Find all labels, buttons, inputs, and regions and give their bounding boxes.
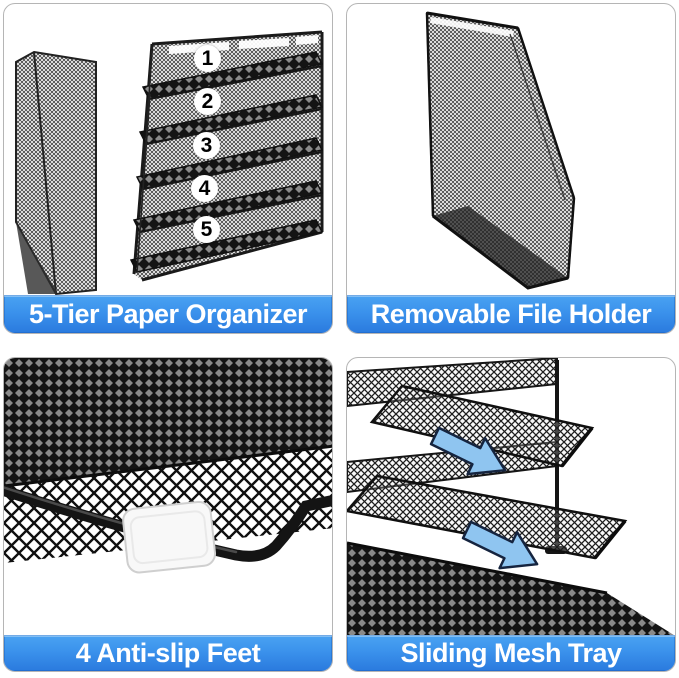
caption-text: 4 Anti-slip Feet — [75, 637, 261, 668]
anti-slip-feet-photo — [4, 358, 332, 637]
caption-sliding-tray: Sliding Mesh Tray — [347, 635, 675, 671]
tier-badge-1: 1 — [194, 45, 221, 72]
tier-badge-3: 3 — [193, 132, 220, 159]
paper-organizer-photo: 1 2 3 4 5 — [4, 4, 332, 297]
caption-paper-organizer: 5-Tier Paper Organizer — [4, 295, 332, 333]
tier-badge-2: 2 — [194, 88, 221, 115]
caption-anti-slip-feet: 4 Anti-slip Feet — [4, 635, 332, 671]
file-holder-photo — [347, 4, 675, 297]
caption-file-holder: Removable File Holder — [347, 295, 675, 333]
caption-text: Removable File Holder — [370, 298, 652, 329]
sliding-tray-photo — [347, 358, 675, 637]
caption-text: Sliding Mesh Tray — [400, 637, 622, 668]
anti-slip-foot — [122, 500, 217, 574]
panel-anti-slip-feet: 4 Anti-slip Feet — [3, 357, 333, 672]
panel-paper-organizer: 1 2 3 4 5 5-Tier Paper Organizer — [3, 3, 333, 334]
panel-sliding-tray: Sliding Mesh Tray — [346, 357, 676, 672]
panel-file-holder: Removable File Holder — [346, 3, 676, 334]
slide-arrow-icon — [429, 426, 507, 476]
tier-badge-4: 4 — [191, 175, 218, 202]
slide-arrow-icon — [461, 520, 539, 570]
caption-text: 5-Tier Paper Organizer — [28, 298, 308, 329]
tier-badge-5: 5 — [193, 216, 220, 243]
